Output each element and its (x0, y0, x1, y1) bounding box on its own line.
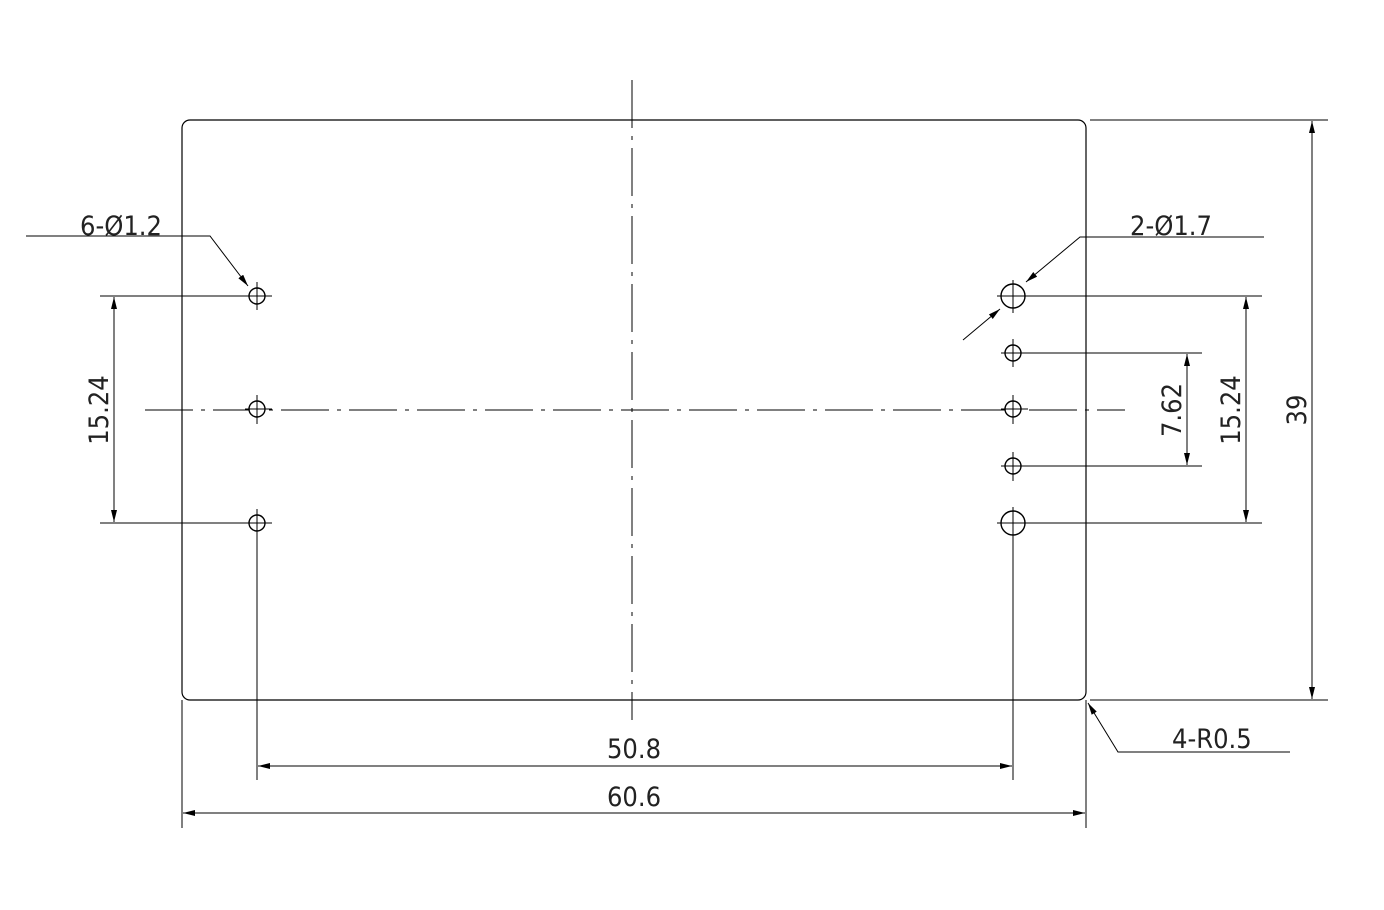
label-holes-large: 2-Ø1.7 (1130, 211, 1212, 242)
label-height-overall: 39 (1282, 395, 1313, 426)
leader-holes-small (26, 235, 249, 287)
label-width-overall: 60.6 (607, 782, 661, 813)
hole-small (1001, 339, 1028, 367)
hole-large (997, 280, 1030, 313)
hole-small (1001, 395, 1028, 424)
hole-small (245, 282, 272, 310)
hole-small (245, 395, 272, 424)
label-pitch-left: 15.24 (84, 375, 115, 445)
leader-holes-large (1025, 236, 1264, 283)
hole-small (1001, 452, 1028, 481)
label-pitch-right-inner: 7.62 (1157, 383, 1188, 437)
label-pin-span: 50.8 (607, 734, 661, 765)
hole-small (245, 509, 272, 538)
hole-large (997, 507, 1030, 540)
label-pitch-right-outer: 15.24 (1216, 375, 1247, 445)
leader-holes-large-tail (962, 308, 1001, 341)
label-holes-small: 6-Ø1.2 (80, 211, 162, 242)
leader-corner-radius (1087, 702, 1290, 753)
label-corner-radius: 4-R0.5 (1172, 724, 1252, 755)
